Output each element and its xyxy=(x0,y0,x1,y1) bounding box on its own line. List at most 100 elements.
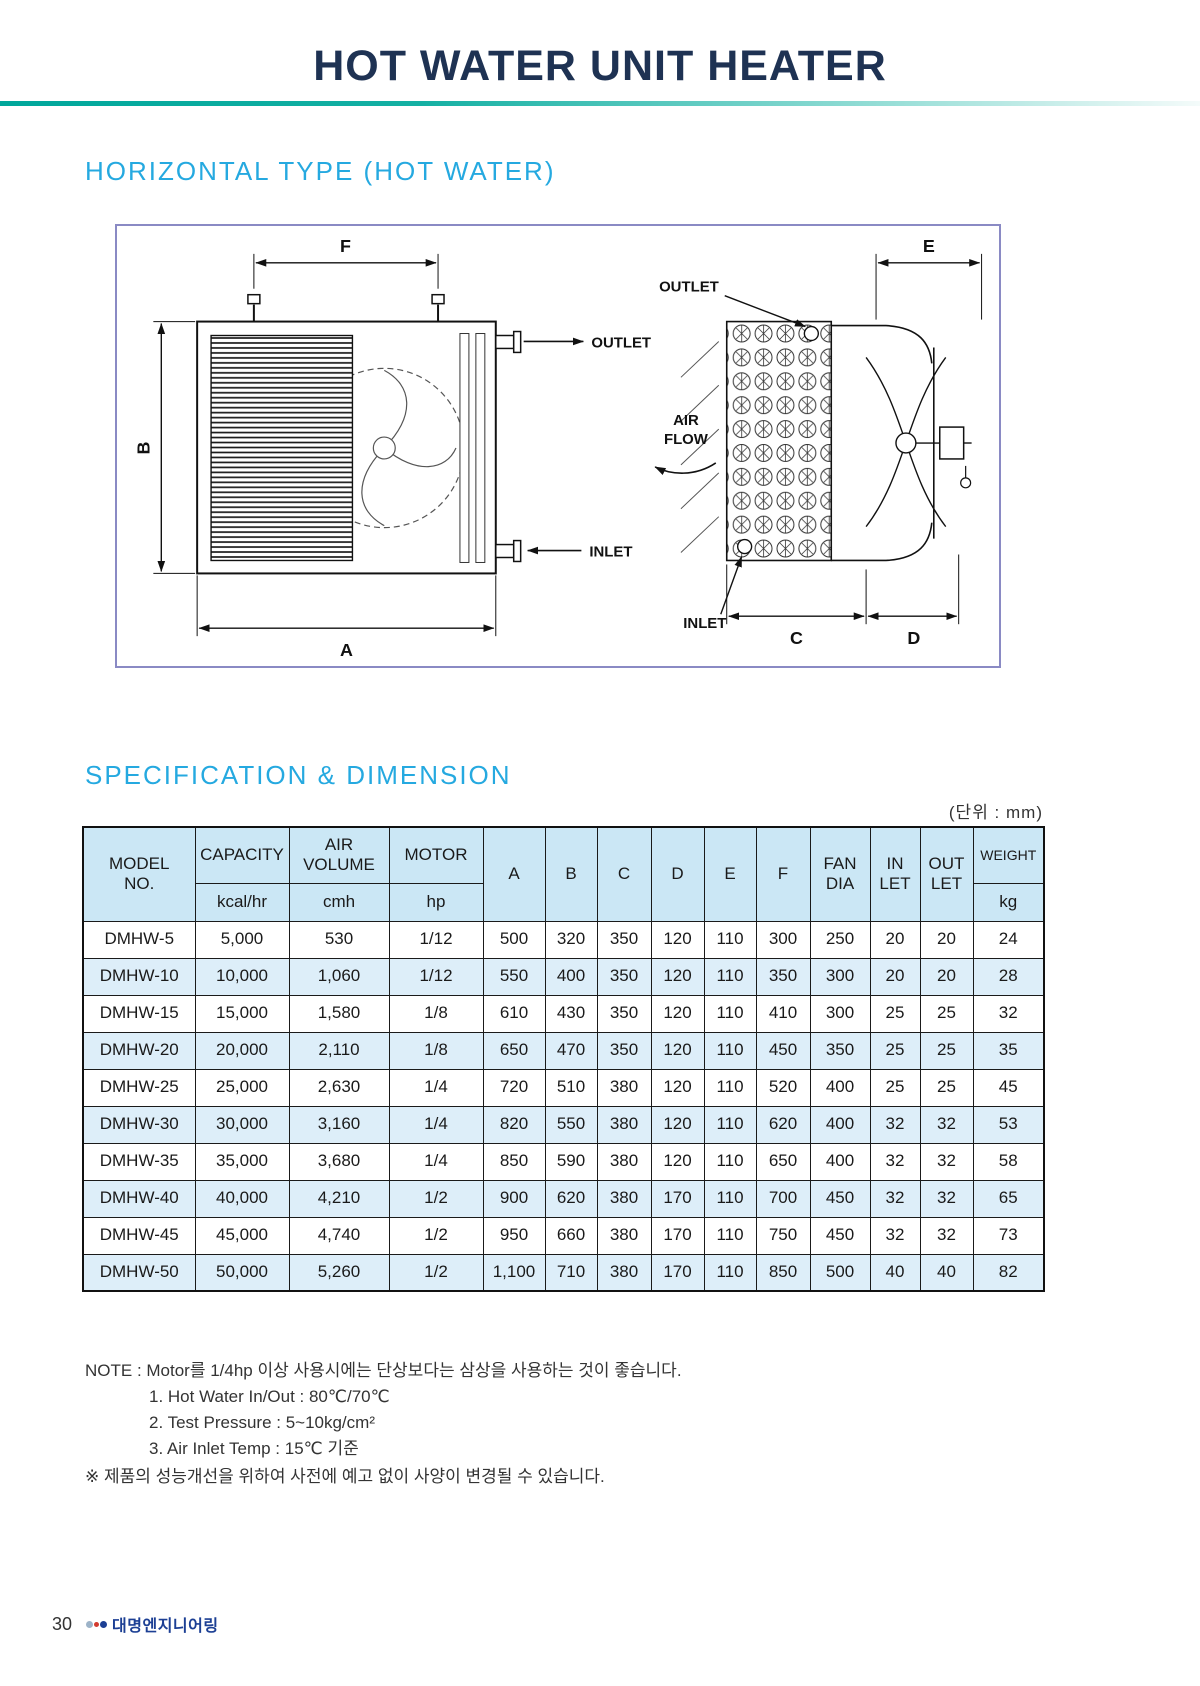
section-horizontal-type: HORIZONTAL TYPE (HOT WATER) xyxy=(85,156,556,186)
e-cell: 110 xyxy=(703,994,757,1033)
motor-cell: 1/2 xyxy=(388,1216,484,1255)
motor-cell: 1/12 xyxy=(388,957,484,996)
outlet-cell: 25 xyxy=(919,1031,974,1070)
inlet-cell: 25 xyxy=(869,1031,921,1070)
outlet-cell: 32 xyxy=(919,1216,974,1255)
fan_dia-cell: 300 xyxy=(809,994,871,1033)
c-cell: 380 xyxy=(596,1068,652,1107)
inlet-cell: 25 xyxy=(869,994,921,1033)
page-title: HOT WATER UNIT HEATER xyxy=(313,42,887,90)
motor-cell: 1/2 xyxy=(388,1179,484,1218)
coil-fins xyxy=(210,334,354,562)
title-divider xyxy=(0,101,1200,106)
e-cell: 110 xyxy=(703,1031,757,1070)
outlet-front-label: OUTLET xyxy=(591,334,651,351)
capacity-cell: 10,000 xyxy=(194,957,290,996)
diagram-canvas: OUTLET INLET F B A xyxy=(133,236,983,660)
dim-label-b: B xyxy=(133,441,153,454)
front-dimensions: F B A xyxy=(133,236,497,660)
inlet-front-label: INLET xyxy=(589,543,632,560)
model-no-cell: DMHW-25 xyxy=(82,1068,196,1107)
air_volume-cell: 4,210 xyxy=(288,1179,390,1218)
air-flow-label-line1: AIR xyxy=(673,412,699,429)
inlet-cell: 20 xyxy=(869,920,921,959)
a-cell: 1,100 xyxy=(482,1253,546,1292)
b-cell: 510 xyxy=(544,1068,598,1107)
col-header-a: A xyxy=(482,826,546,922)
motor-cell: 1/12 xyxy=(388,920,484,959)
model-no-cell: DMHW-50 xyxy=(82,1253,196,1292)
air_volume-cell: 5,260 xyxy=(288,1253,390,1292)
b-cell: 590 xyxy=(544,1142,598,1181)
side-dimensions: E C D xyxy=(726,236,983,648)
inlet-cell: 20 xyxy=(869,957,921,996)
air_volume-cell: 2,110 xyxy=(288,1031,390,1070)
unit-note: (단위 : mm) xyxy=(948,803,1043,822)
fan_dia-cell: 450 xyxy=(809,1216,871,1255)
inlet-cell: 40 xyxy=(869,1253,921,1292)
e-cell: 110 xyxy=(703,920,757,959)
company-logo: 대명엔지니어링 xyxy=(86,1612,219,1636)
fan_dia-cell: 400 xyxy=(809,1105,871,1144)
motor-cell: 1/2 xyxy=(388,1253,484,1292)
weight-cell: 24 xyxy=(972,920,1045,959)
model-no-cell: DMHW-10 xyxy=(82,957,196,996)
fan_dia-cell: 500 xyxy=(809,1253,871,1292)
col-header-b: B xyxy=(544,826,598,922)
inlet-cell: 32 xyxy=(869,1142,921,1181)
col-header-outlet: OUT LET xyxy=(919,826,974,922)
weight-cell: 45 xyxy=(972,1068,1045,1107)
weight-cell: 35 xyxy=(972,1031,1045,1070)
outlet-cell: 32 xyxy=(919,1179,974,1218)
c-cell: 380 xyxy=(596,1179,652,1218)
f-cell: 620 xyxy=(755,1105,811,1144)
a-cell: 850 xyxy=(482,1142,546,1181)
a-cell: 720 xyxy=(482,1068,546,1107)
e-cell: 110 xyxy=(703,957,757,996)
f-cell: 850 xyxy=(755,1253,811,1292)
weight-cell: 32 xyxy=(972,994,1045,1033)
fan_dia-cell: 250 xyxy=(809,920,871,959)
col-subheader-weight-unit: kg xyxy=(972,882,1045,922)
air-flow-arrow xyxy=(654,462,717,475)
weight-cell: 58 xyxy=(972,1142,1045,1181)
e-cell: 110 xyxy=(703,1068,757,1107)
a-cell: 500 xyxy=(482,920,546,959)
weight-cell: 28 xyxy=(972,957,1045,996)
c-cell: 350 xyxy=(596,994,652,1033)
fan_dia-cell: 350 xyxy=(809,1031,871,1070)
col-subheader-air-volume-unit: cmh xyxy=(288,882,390,922)
c-cell: 380 xyxy=(596,1105,652,1144)
d-cell: 170 xyxy=(650,1253,705,1292)
col-header-e: E xyxy=(703,826,757,922)
page-number: 30 xyxy=(52,1613,73,1634)
d-cell: 120 xyxy=(650,957,705,996)
spec-table: MODEL NO. CAPACITY AIR VOLUME MOTOR A B … xyxy=(82,826,1045,1292)
col-header-inlet: IN LET xyxy=(869,826,921,922)
air_volume-cell: 2,630 xyxy=(288,1068,390,1107)
f-cell: 350 xyxy=(755,957,811,996)
outlet-cell: 25 xyxy=(919,994,974,1033)
weight-cell: 73 xyxy=(972,1216,1045,1255)
f-cell: 750 xyxy=(755,1216,811,1255)
c-cell: 350 xyxy=(596,1031,652,1070)
weight-cell: 82 xyxy=(972,1253,1045,1292)
c-cell: 380 xyxy=(596,1142,652,1181)
a-cell: 650 xyxy=(482,1031,546,1070)
motor-cell: 1/8 xyxy=(388,994,484,1033)
b-cell: 710 xyxy=(544,1253,598,1292)
air_volume-cell: 1,580 xyxy=(288,994,390,1033)
e-cell: 110 xyxy=(703,1142,757,1181)
c-cell: 350 xyxy=(596,957,652,996)
col-header-weight: WEIGHT xyxy=(972,826,1045,884)
air_volume-cell: 3,160 xyxy=(288,1105,390,1144)
company-logo-text: 대명엔지니어링 xyxy=(112,1618,219,1635)
